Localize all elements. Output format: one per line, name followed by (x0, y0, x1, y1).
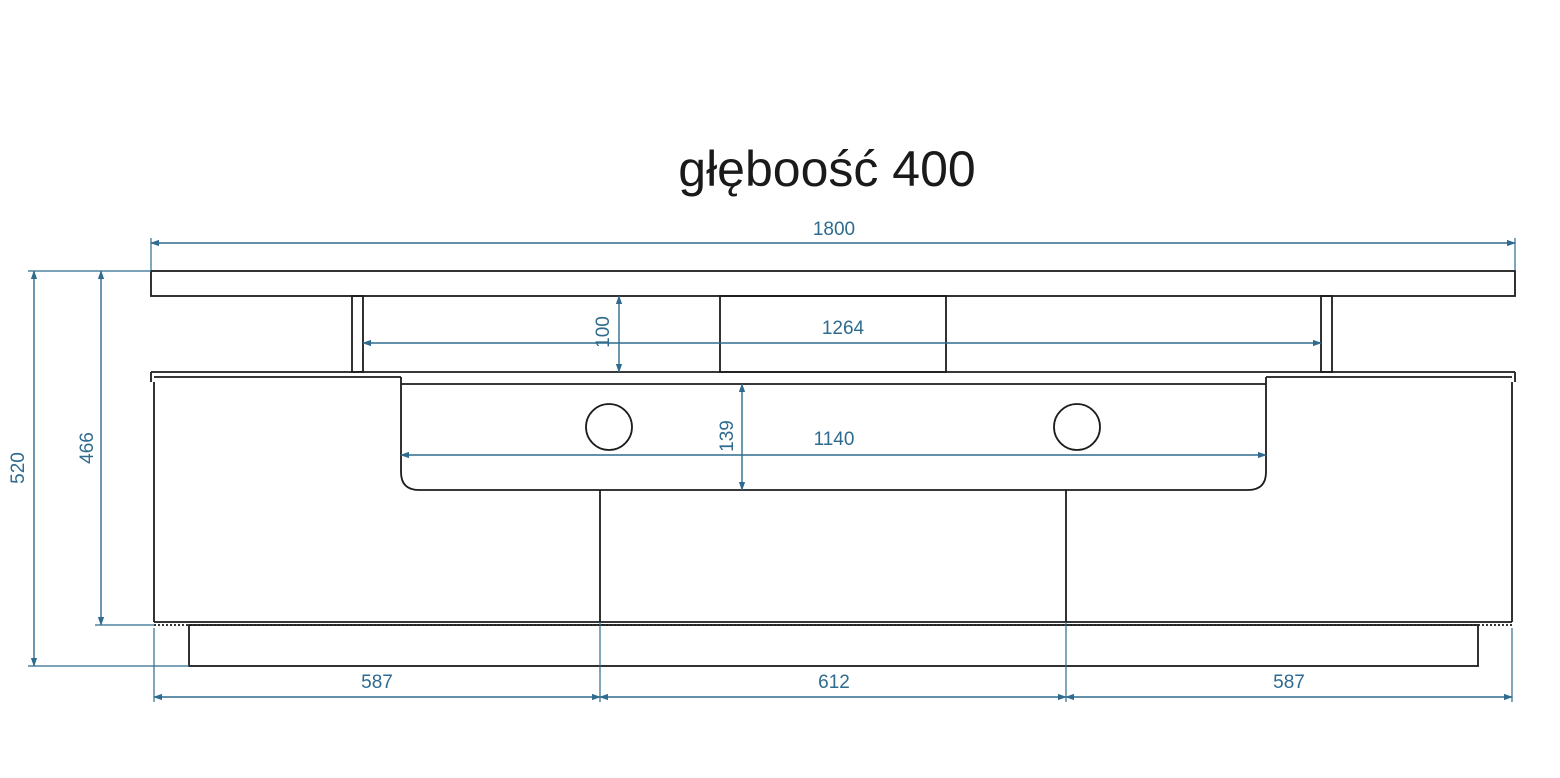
shelf-gap-label: 100 (593, 316, 614, 348)
center-module-width-label: 612 (818, 672, 850, 693)
plinth (188, 624, 1479, 667)
total-width-label: 1800 (813, 219, 855, 240)
left-shelf-support (351, 295, 364, 373)
extension-lines (28, 238, 1516, 702)
right-module-width-label: 587 (1273, 672, 1305, 693)
body-top-edge (150, 371, 1516, 382)
niche-height-label: 139 (717, 420, 738, 452)
body-height-label: 466 (77, 432, 98, 464)
total-height-label: 520 (8, 452, 29, 484)
right-shelf-support (1320, 295, 1333, 373)
niche-width-label: 1140 (814, 429, 855, 450)
drawing-title: głęboość 400 (678, 141, 975, 197)
dimension-lines (28, 238, 1516, 702)
shelf-inner-width-label: 1264 (822, 318, 865, 339)
cable-hole-left (585, 403, 633, 451)
dimension-labels: 1800 520 466 100 1264 139 1140 587 612 5… (8, 219, 1305, 693)
open-niche (400, 377, 1267, 491)
furniture-outline (150, 270, 1516, 667)
left-module-width-label: 587 (361, 672, 393, 693)
top-shelf (150, 270, 1516, 297)
cable-hole-right (1053, 403, 1101, 451)
